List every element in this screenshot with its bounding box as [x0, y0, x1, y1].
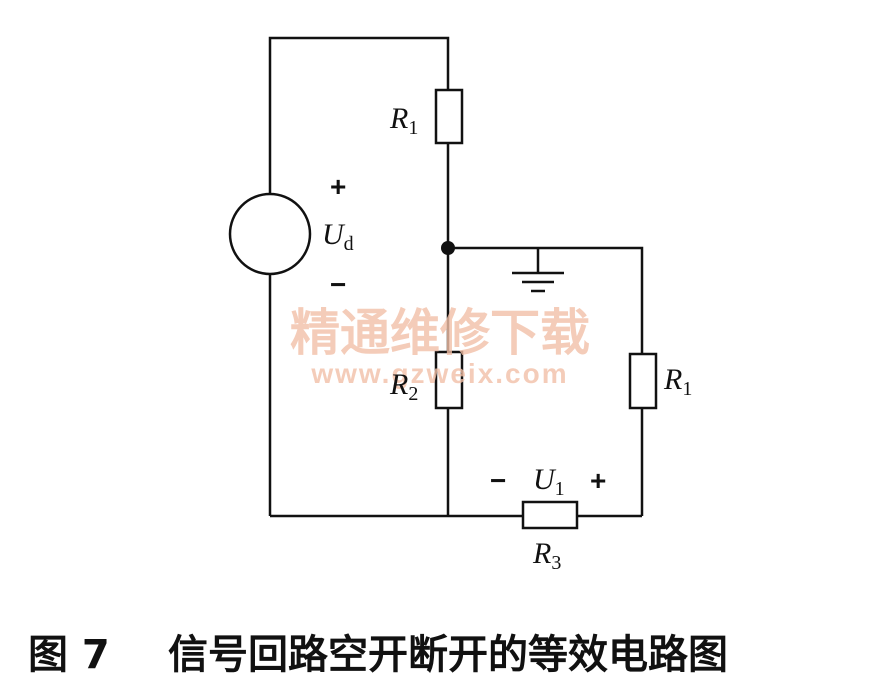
label-ud: Ud [322, 218, 354, 255]
figure-number: 图 7 [28, 632, 110, 678]
label-u1-minus: − [490, 465, 506, 496]
label-u1-plus: + [590, 465, 606, 496]
label-r2: R2 [389, 368, 418, 405]
label-r1-right: R1 [663, 363, 692, 400]
watermark-url: www.gzweix.com [310, 358, 568, 389]
wire-node-right [448, 246, 644, 354]
resistor-r1-right [628, 352, 658, 410]
label-r1-top: R1 [389, 102, 418, 139]
ground-icon [512, 248, 564, 293]
resistor-r2 [434, 350, 464, 410]
junction-node [441, 241, 455, 255]
figure-title: 信号回路空开断开的等效电路图 [168, 632, 728, 678]
label-ud-minus: − [330, 269, 346, 300]
resistor-r1-top [434, 88, 464, 145]
wire-top-loop [268, 36, 450, 193]
resistor-r3 [521, 500, 579, 530]
label-ud-plus: + [330, 171, 346, 202]
voltage-source-icon [228, 192, 312, 276]
label-r3: R3 [532, 537, 561, 574]
label-u1: U1 [533, 463, 565, 500]
wires [268, 36, 644, 518]
watermark-title: 精通维修下载 [290, 304, 590, 362]
